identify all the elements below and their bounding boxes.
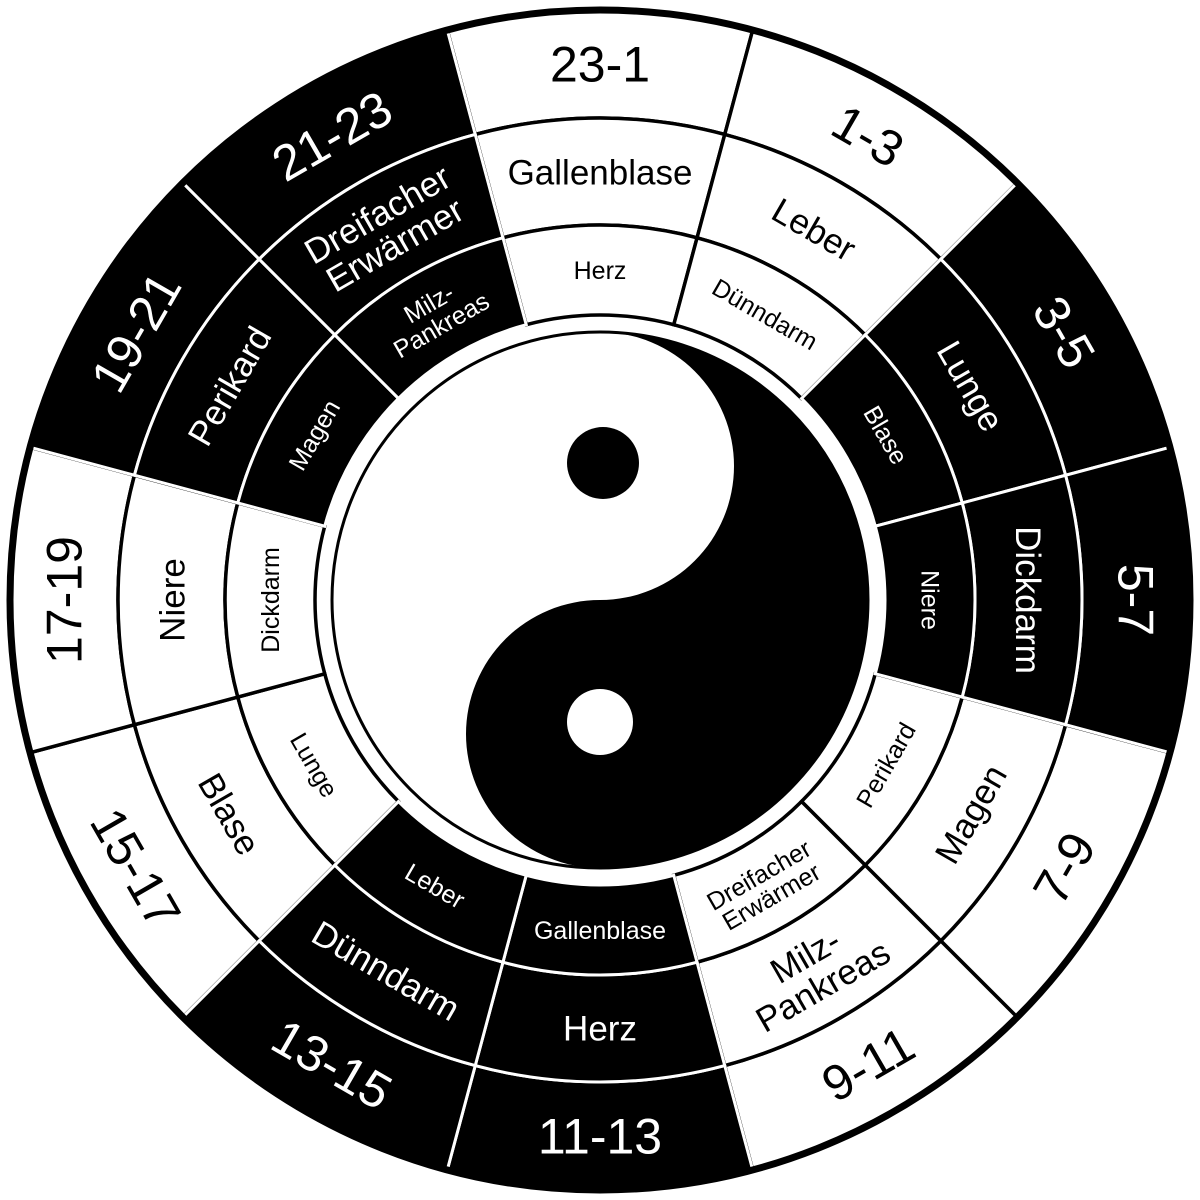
yin-yang-icon xyxy=(330,330,870,870)
time-segment-label: 11-13 xyxy=(538,1109,662,1165)
inner-organ-segment-label: Dickdarm xyxy=(257,547,285,653)
inner-organ-segment xyxy=(332,235,529,401)
outer-organ-segment-label: Gallenblase xyxy=(508,153,693,192)
time-segment-label: 23-1 xyxy=(550,37,650,93)
yin-yang-light-dot xyxy=(567,689,633,755)
outer-border xyxy=(6,6,1194,1194)
outer-organ-segment-label: Niere xyxy=(153,558,192,642)
inner-organ-segment-label: Niere xyxy=(915,570,943,630)
inner-organ-segment xyxy=(873,501,977,699)
inner-organ-segment-label: Herz xyxy=(574,257,627,285)
yin-yang-dark-dot xyxy=(567,427,639,499)
outer-organ-segment-label: Dickdarm xyxy=(1008,526,1047,674)
inner-organ-segment-label: Gallenblase xyxy=(534,917,666,945)
yin-yang-dark-half xyxy=(466,332,868,868)
inner-organ-segment xyxy=(332,799,529,965)
time-segment-label: 17-19 xyxy=(37,536,93,664)
outer-organ-segment-label: Herz xyxy=(563,1009,637,1048)
time-segment-label: 5-7 xyxy=(1108,564,1164,636)
clock-segments xyxy=(8,8,1192,1192)
